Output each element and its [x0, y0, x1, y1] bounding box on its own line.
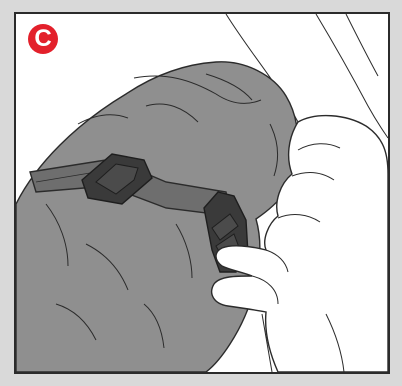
step-badge: C [28, 24, 58, 54]
illustration-svg [16, 14, 388, 372]
rolled-bag-icon [16, 62, 298, 372]
instruction-panel: C [14, 12, 390, 374]
